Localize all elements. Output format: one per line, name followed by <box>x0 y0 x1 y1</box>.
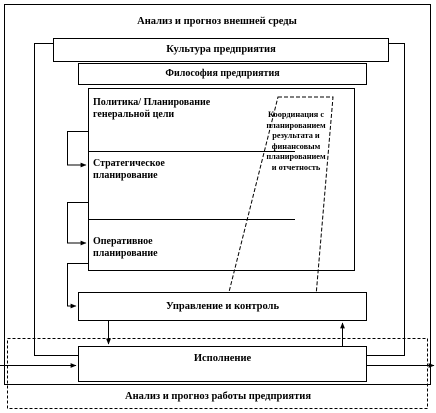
strategic-label: Стратегическое планирование <box>93 158 165 181</box>
operational-to-control-arrow <box>67 263 89 309</box>
external-environment-label: Анализ и прогноз внешней среды <box>137 16 297 27</box>
culture-label: Культура предприятия <box>166 44 276 55</box>
coordination-label: Координация с планированием результата и… <box>266 110 326 172</box>
strategic-to-operational-arrow <box>67 202 89 246</box>
control-label: Управление и контроль <box>165 301 280 312</box>
enterprise-analysis-frame <box>7 338 428 409</box>
external-environment-frame <box>4 4 431 385</box>
control-box <box>78 292 367 321</box>
planning-block <box>88 88 355 271</box>
policy-label: Политика/ Планирование генеральной цели <box>93 97 211 120</box>
philosophy-box <box>78 63 367 85</box>
policy-to-strategic-arrow <box>67 131 89 168</box>
operational-label: Оперативное планирование <box>93 236 158 259</box>
enterprise-analysis-label: Анализ и прогноз работы предприятия <box>124 391 311 402</box>
culture-box <box>53 38 389 62</box>
philosophy-label: Философия предприятия <box>165 68 280 79</box>
execution-box <box>78 346 367 382</box>
execution-label: Исполнение <box>193 353 252 364</box>
